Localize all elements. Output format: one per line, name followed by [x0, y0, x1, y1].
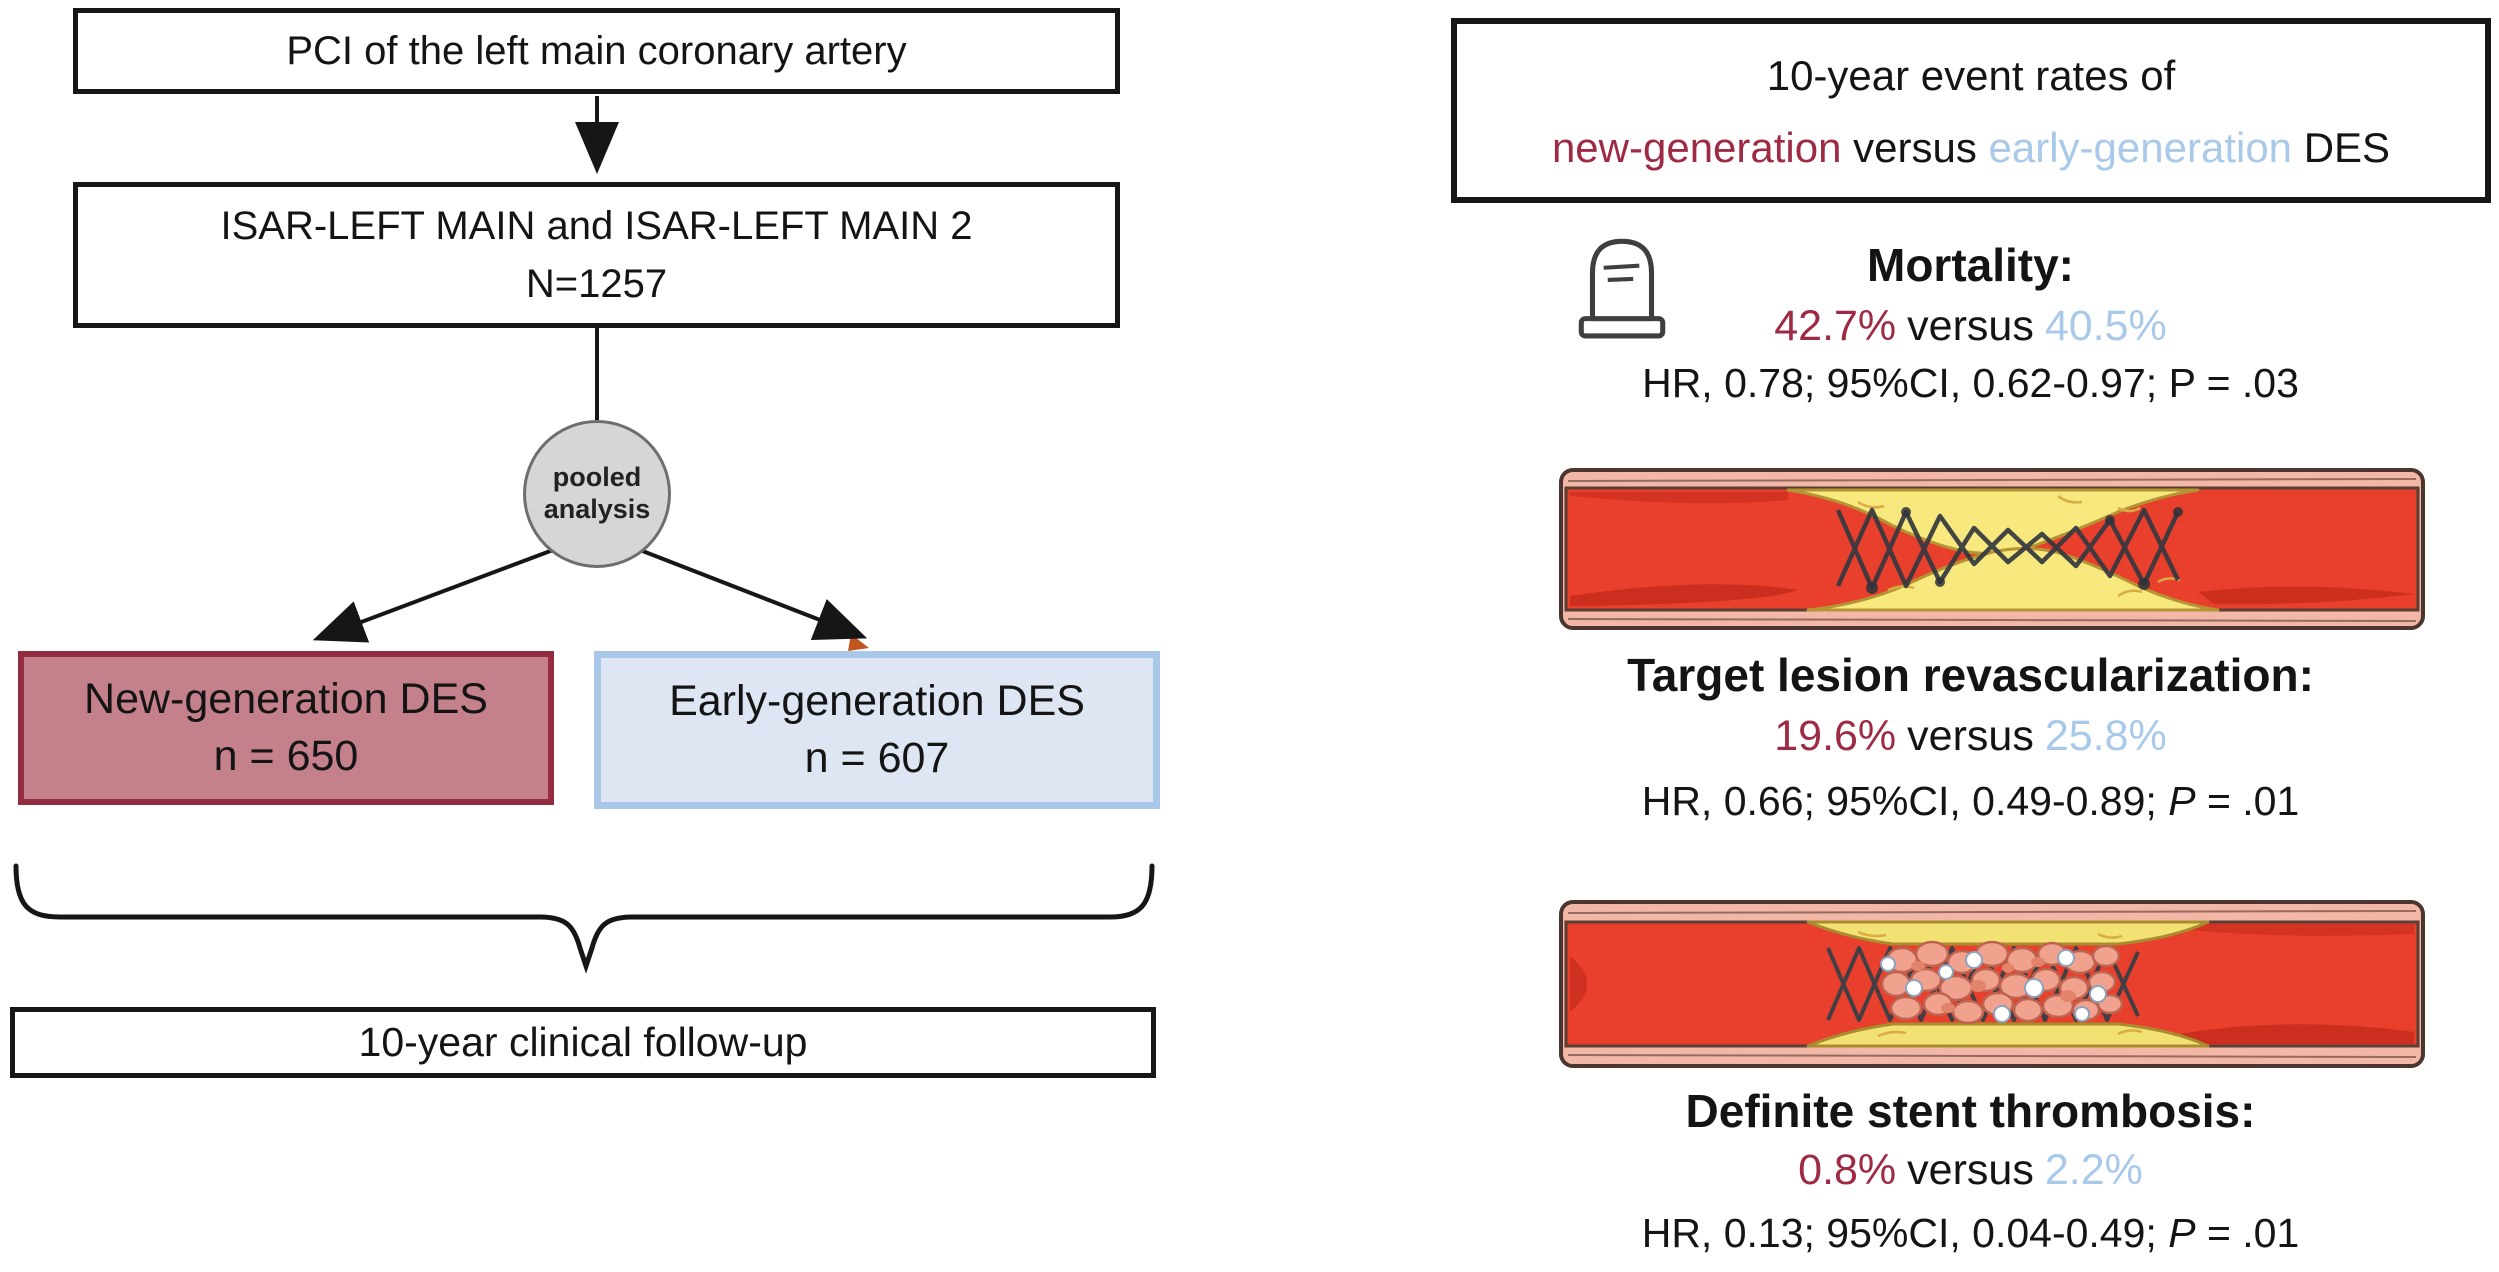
- pooled-node-line1: pooled: [552, 462, 642, 493]
- new-gen-box-line1: New-generation DES: [84, 675, 488, 723]
- early-gen-box-line1: Early-generation DES: [669, 677, 1085, 725]
- tlr-title: Target lesion revascularization:: [1627, 649, 2314, 701]
- stented-artery-restenosis-illustration: [1559, 468, 2425, 630]
- dst-p-label: P: [2168, 1210, 2196, 1256]
- early-gen-box-line2: n = 607: [804, 734, 950, 782]
- stent-thrombosis-artery-illustration: [1559, 900, 2425, 1068]
- tombstone-icon: [1578, 238, 1666, 339]
- dst-new-rate: 0.8%: [1798, 1146, 1897, 1194]
- dst-early-rate: 2.2%: [2044, 1146, 2143, 1194]
- header-des: DES: [2292, 124, 2391, 171]
- tlr-early-rate: 25.8%: [2044, 712, 2167, 760]
- dst-stats: HR, 0.13; 95%CI, 0.04-0.49;: [1641, 1210, 2169, 1256]
- right-panel-header-box: 10-year event rates of new-generation ve…: [1451, 18, 2491, 203]
- header-new-generation: new-generation: [1551, 124, 1842, 171]
- tlr-new-rate: 19.6%: [1774, 712, 1897, 760]
- arrow-left-icon: [312, 548, 554, 643]
- early-generation-des-box: Early-generation DES n = 607: [594, 651, 1160, 809]
- mortality-stats-row: HR, 0.78; 95%CI, 0.62-0.97; P = .03: [1450, 360, 2491, 407]
- header-versus: versus: [1841, 124, 1989, 171]
- tlr-stats: HR, 0.66; 95%CI, 0.49-0.89;: [1641, 778, 2169, 824]
- mortality-p-label: P: [2168, 360, 2196, 406]
- pooled-analysis-node: pooled analysis: [523, 420, 671, 568]
- mortality-new-rate: 42.7%: [1774, 302, 1897, 350]
- tlr-p-value: = .01: [2195, 778, 2300, 824]
- follow-up-box-label: 10-year clinical follow-up: [358, 1019, 808, 1065]
- pooled-node-line2: analysis: [543, 494, 651, 524]
- flowchart-box-pci: PCI of the left main coronary artery: [73, 8, 1120, 94]
- pci-box-label: PCI of the left main coronary artery: [286, 28, 907, 73]
- dst-stats-row: HR, 0.13; 95%CI, 0.04-0.49; P = .01: [1450, 1210, 2491, 1257]
- trials-box-line2: N=1257: [525, 262, 668, 306]
- mortality-p-value: = .03: [2195, 360, 2299, 406]
- tlr-versus: versus: [1907, 712, 2034, 760]
- mortality-title: Mortality:: [1867, 239, 2074, 291]
- follow-up-box: 10-year clinical follow-up: [10, 1007, 1156, 1078]
- mortality-versus: versus: [1907, 302, 2034, 350]
- trials-box-line1: ISAR-LEFT MAIN and ISAR-LEFT MAIN 2: [220, 204, 973, 248]
- header-early-generation: early-generation: [1988, 124, 2293, 171]
- new-gen-box-line2: n = 650: [213, 732, 359, 780]
- flowchart-box-trials: ISAR-LEFT MAIN and ISAR-LEFT MAIN 2 N=12…: [73, 182, 1120, 328]
- arrow-right-icon: [639, 548, 868, 641]
- tlr-stats-row: HR, 0.66; 95%CI, 0.49-0.89; P = .01: [1450, 778, 2491, 825]
- arrowhead-orange-icon: [848, 634, 869, 651]
- tlr-p-label: P: [2168, 778, 2196, 824]
- dst-versus: versus: [1907, 1146, 2034, 1194]
- mortality-stats: HR, 0.78; 95%CI, 0.62-0.97;: [1642, 360, 2169, 406]
- header-line1: 10-year event rates of: [1766, 52, 2176, 99]
- header-line2: new-generation versus early-generation D…: [1457, 112, 2485, 184]
- new-generation-des-box: New-generation DES n = 650: [18, 651, 554, 805]
- mortality-early-rate: 40.5%: [2044, 302, 2167, 350]
- dst-p-value: = .01: [2195, 1210, 2300, 1256]
- dst-title: Definite stent thrombosis:: [1685, 1085, 2256, 1137]
- curly-brace-icon: [13, 863, 1155, 974]
